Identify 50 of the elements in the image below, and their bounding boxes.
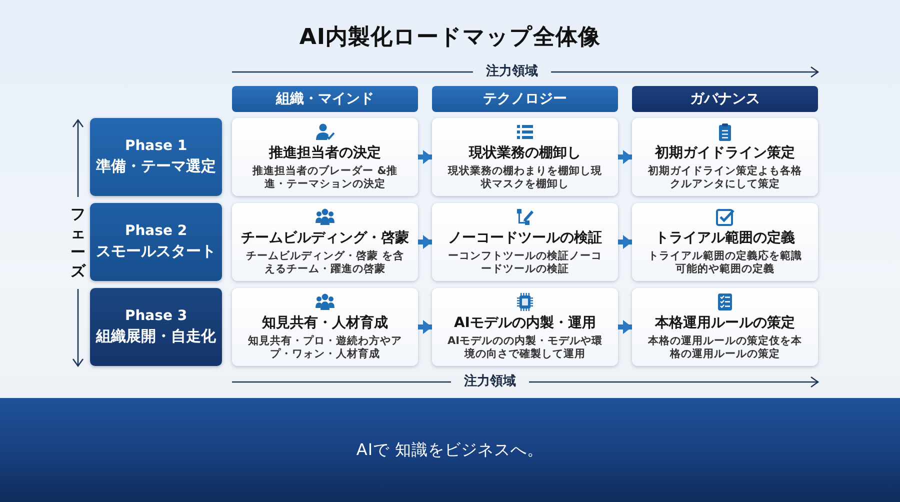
flow-arrow bbox=[418, 320, 432, 334]
phase-box bbox=[90, 288, 222, 366]
axis-label: 注力領域 bbox=[464, 373, 516, 391]
card-heading: トライアル範囲の定義 bbox=[655, 228, 795, 248]
card-heading: 初期ガイドライン策定 bbox=[655, 144, 795, 163]
diagram-title: AI内製化ロードマップ全体像 bbox=[299, 24, 601, 52]
phase-box bbox=[90, 118, 222, 196]
flow-arrow bbox=[418, 235, 432, 249]
phase-number: Phase 3 bbox=[124, 307, 188, 326]
flow-arrow bbox=[618, 235, 632, 249]
phase-number: Phase 1 bbox=[124, 137, 188, 156]
axis-label: フェーズ bbox=[70, 205, 86, 281]
card-heading: チームビルディング・啓蒙 bbox=[241, 229, 409, 248]
card-heading: ノーコードツールの検証 bbox=[448, 229, 602, 248]
task-card bbox=[232, 288, 418, 366]
card-description: 推進担当者のブレーダー &推進・テーマションの決定 bbox=[251, 165, 398, 191]
task-card bbox=[632, 288, 818, 366]
task-card bbox=[632, 203, 818, 281]
task-card bbox=[232, 118, 418, 196]
card-heading: 本格運用ルールの策定 bbox=[655, 314, 795, 333]
card-description: AIモデルのの内製・モデルや環境の向さで確製して運用 bbox=[446, 335, 604, 361]
axis-label: 注力領域 bbox=[486, 63, 538, 81]
task-card bbox=[232, 203, 418, 281]
tagline: AIで 知識をビジネスへ。 bbox=[356, 440, 544, 461]
card-description: 初期ガイドライン策定よも各格クルアンタにして策定 bbox=[646, 165, 803, 191]
task-card bbox=[432, 288, 618, 366]
phase-title: 組織展開・自走化 bbox=[96, 326, 216, 347]
card-description: チームビルディング・啓蒙 を含えるチーム・躍進の啓蒙 bbox=[246, 250, 404, 276]
phase-title: 準備・テーマ選定 bbox=[96, 156, 216, 177]
phase-number: Phase 2 bbox=[124, 222, 188, 241]
flow-arrow bbox=[618, 150, 632, 164]
card-description: 知見共有・プロ・遊続わ方やアプ・ワォン・人材育成 bbox=[247, 335, 403, 361]
card-description: トライアル範囲の定義応を範識可能的や範囲の定義 bbox=[647, 250, 803, 276]
column-header: 組織・マインド bbox=[232, 86, 418, 112]
card-heading: AIモデルの内製・運用 bbox=[454, 314, 596, 333]
flow-arrow bbox=[418, 150, 432, 164]
task-card bbox=[432, 118, 618, 196]
column-header: ガバナンス bbox=[632, 86, 818, 112]
card-description: ーコンフトツールの検証ノーコードツールの検証 bbox=[447, 250, 603, 276]
card-heading: 現状業務の棚卸し bbox=[469, 144, 581, 163]
column-header: テクノロジー bbox=[432, 86, 618, 112]
card-description: 本格の運用ルールの策定伎を本格の運用ルールの策定 bbox=[646, 335, 803, 361]
card-heading: 推進担当者の決定 bbox=[269, 144, 381, 163]
task-card bbox=[432, 203, 618, 281]
card-description: 現状業務の棚わまりを棚卸し現状マスクを棚卸し bbox=[446, 165, 603, 191]
card-heading: 知見共有・人材育成 bbox=[262, 314, 388, 333]
phase-title: スモールスタート bbox=[96, 241, 216, 262]
phase-box bbox=[90, 203, 222, 281]
flow-arrow bbox=[618, 320, 632, 334]
task-card bbox=[632, 118, 818, 196]
